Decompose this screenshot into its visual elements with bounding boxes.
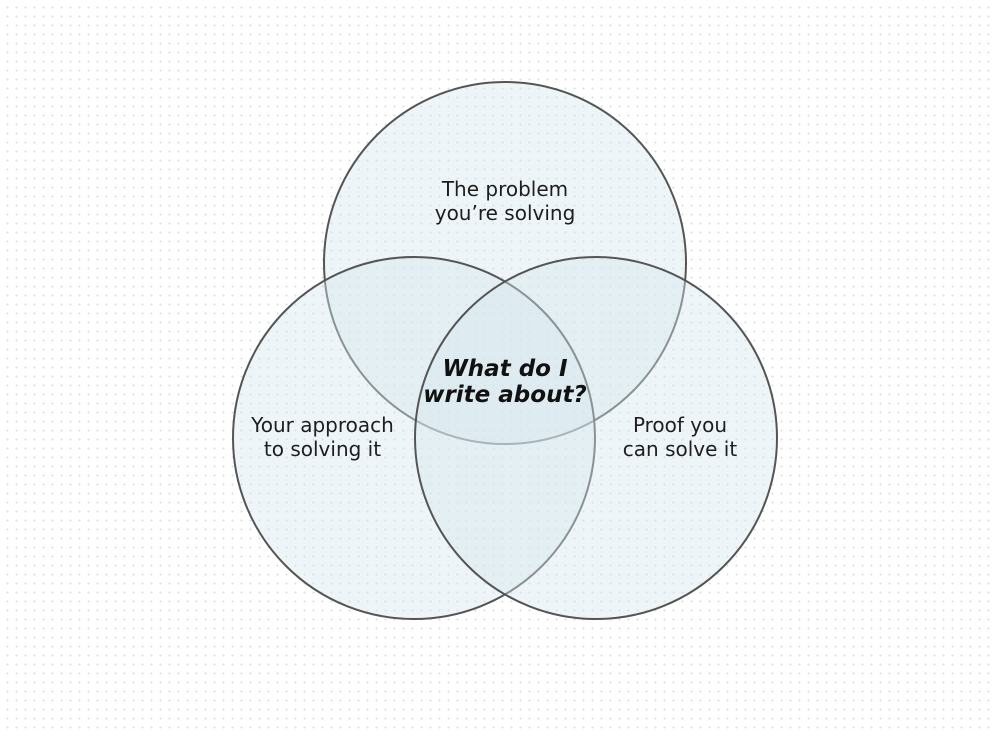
- label-approach: Your approach to solving it: [225, 413, 420, 461]
- label-proof: Proof you can solve it: [585, 413, 775, 461]
- label-approach-line-2: to solving it: [263, 437, 382, 461]
- label-approach-line-1: Your approach: [251, 413, 394, 437]
- label-proof-line-2: can solve it: [622, 437, 738, 461]
- circle-proof: [414, 256, 778, 620]
- label-problem-line-2: you’re solving: [434, 201, 576, 225]
- label-problem: The problem you’re solving: [405, 177, 605, 225]
- label-center-question: What do I write about?: [405, 356, 605, 408]
- label-problem-line-1: The problem: [441, 177, 569, 201]
- circle-problem: [323, 81, 687, 445]
- label-center-line-2: write about?: [423, 382, 587, 408]
- label-proof-line-1: Proof you: [632, 413, 728, 437]
- label-center-line-1: What do I: [442, 356, 568, 382]
